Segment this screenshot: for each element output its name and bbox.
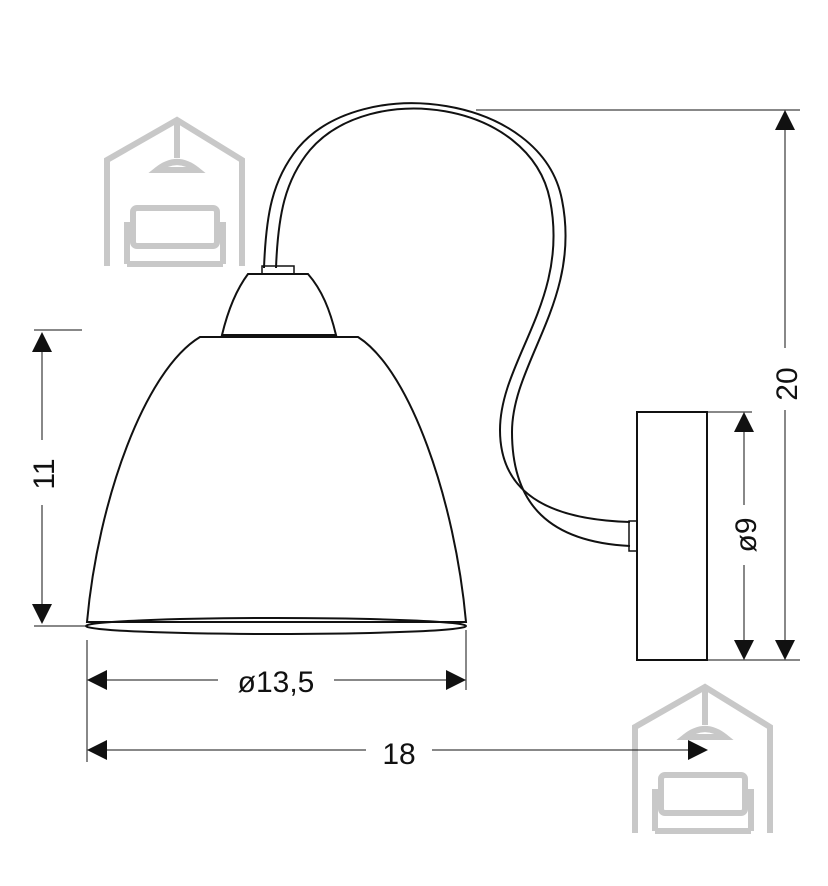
shade-opening <box>85 617 467 635</box>
dimension-base-diameter: ø9 <box>708 411 763 660</box>
lamp-shade <box>85 336 468 623</box>
arm-connector <box>628 520 638 552</box>
dimension-shade-diameter: ø13,5 <box>86 630 467 762</box>
lamp-neck <box>261 265 295 275</box>
house-with-lamp-and-sofa-icon <box>632 683 773 834</box>
lamp-drawing <box>85 102 708 661</box>
house-with-lamp-and-sofa-icon <box>104 116 245 267</box>
dimension-label-shade-height: 11 <box>28 458 61 489</box>
shade-cap <box>220 273 338 336</box>
gooseneck-arm-outer <box>275 107 631 523</box>
dimension-label-width-total: 18 <box>382 738 415 771</box>
wall-base-plate <box>636 411 708 661</box>
dimension-label-shade-diameter: ø13,5 <box>238 666 315 699</box>
dimension-height-total: 20 <box>476 109 804 661</box>
dimension-width-total: 18 <box>87 738 708 771</box>
gooseneck-arm-inner <box>263 102 631 547</box>
dimension-shade-height: 11 <box>28 329 88 627</box>
dimension-label-base-diameter: ø9 <box>730 517 763 552</box>
dimension-label-height-total: 20 <box>771 367 804 400</box>
